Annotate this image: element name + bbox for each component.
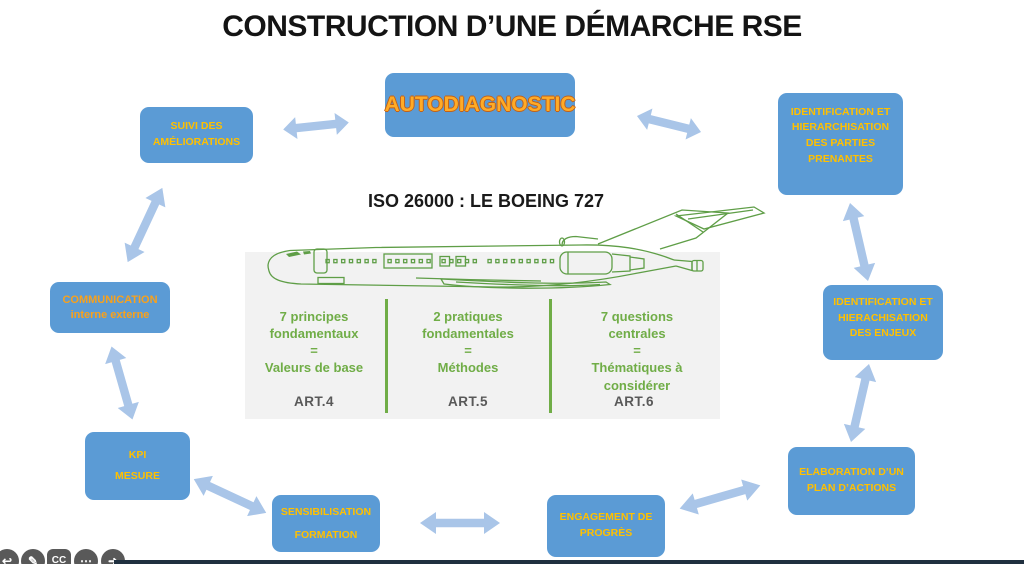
article-5-label: ART.5 xyxy=(447,394,488,409)
node-identification-parties-prenantes: IDENTIFICATION ET HIERARCHISATION DES PA… xyxy=(778,93,903,195)
slide-title: CONSTRUCTION D’UNE DÉMARCHE RSE xyxy=(222,10,802,43)
node-label: COMMUNICATION interne externe xyxy=(62,293,158,321)
previous-icon[interactable]: ↩ xyxy=(0,549,19,564)
column-questions: 7 questions centrales = Thématiques à co… xyxy=(591,309,683,393)
bottom-bar xyxy=(114,560,1024,564)
node-label: AUTODIAGNOSTIC xyxy=(384,93,576,117)
node-label: KPI MESURE xyxy=(115,449,160,482)
arrow-kpi-communication xyxy=(105,346,139,420)
node-label: SUIVI DES AMÉLIORATIONS xyxy=(152,120,241,148)
node-suivi-des-ameliorations: SUIVI DES AMÉLIORATIONS xyxy=(140,107,253,163)
node-label: IDENTIFICATION ET HIERACHISATION DES ENJ… xyxy=(833,295,933,340)
column-divider xyxy=(549,299,552,413)
column-divider xyxy=(385,299,388,413)
article-4-label: ART.4 xyxy=(293,394,334,409)
arrow-elaboration-engagement xyxy=(679,479,761,515)
node-autodiagnostic: AUTODIAGNOSTIC xyxy=(385,73,575,137)
boeing-727-line-drawing xyxy=(267,206,766,289)
arrow-enjeux-elaboration xyxy=(843,364,877,442)
node-identification-enjeux: IDENTIFICATION ET HIERACHISATION DES ENJ… xyxy=(823,285,943,360)
column-pratiques: 2 pratiques fondamentales = Méthodes xyxy=(422,309,514,376)
arrow-communication-suivi xyxy=(124,187,166,263)
edit-icon[interactable]: ✎ xyxy=(21,549,45,564)
iso-26000-heading: ISO 26000 : LE BOEING 727 xyxy=(367,191,605,211)
node-kpi-mesure: KPI MESURE xyxy=(85,432,190,500)
arrow-engagement-sensibilisation xyxy=(420,512,500,534)
arrow-suivi-autodiagnostic xyxy=(283,112,349,140)
node-communication: COMMUNICATION interne externe xyxy=(50,282,170,333)
node-label: ENGAGEMENT DE PROGRÈS xyxy=(559,511,653,539)
column-principes: 7 principes fondamentaux = Valeurs de ba… xyxy=(264,309,364,376)
cc-license-icon[interactable]: CC xyxy=(47,549,71,564)
arrow-autodiagnostic-parties xyxy=(636,108,702,140)
node-elaboration-plan-actions: ELABORATION D’UN PLAN D’ACTIONS xyxy=(788,447,915,515)
node-label: IDENTIFICATION ET HIERARCHISATION DES PA… xyxy=(790,105,891,165)
node-engagement-de-progres: ENGAGEMENT DE PROGRÈS xyxy=(547,495,665,557)
node-sensibilisation-formation: SENSIBILISATION FORMATION xyxy=(272,495,380,552)
node-label: SENSIBILISATION FORMATION xyxy=(280,506,372,541)
arrow-sensibilisation-kpi xyxy=(193,475,267,517)
arrow-parties-enjeux xyxy=(842,203,876,281)
article-6-label: ART.6 xyxy=(613,394,654,409)
more-icon[interactable]: ⋯ xyxy=(74,549,98,564)
node-label: ELABORATION D’UN PLAN D’ACTIONS xyxy=(799,466,904,494)
